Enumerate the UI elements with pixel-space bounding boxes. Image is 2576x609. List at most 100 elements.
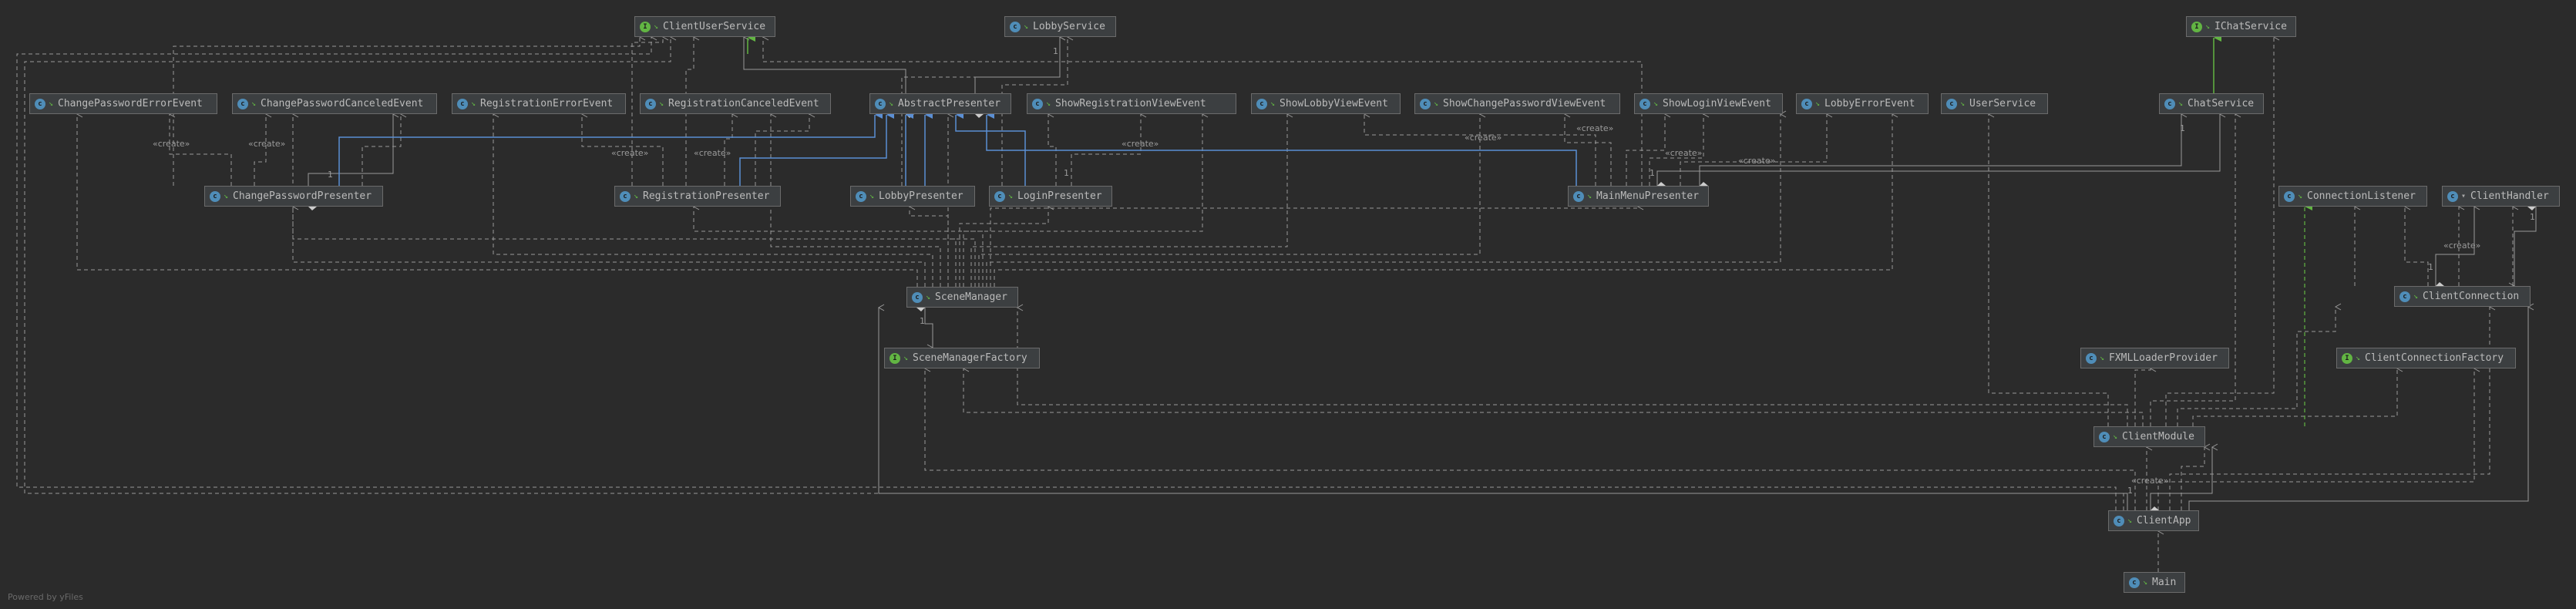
node-label: UserService <box>1969 98 2036 109</box>
public-visibility-icon: ↘ <box>1024 22 1029 31</box>
node-fxml-loader-provider[interactable]: c↘FXMLLoaderProvider <box>2080 348 2229 368</box>
dependency-edge <box>1363 110 1596 186</box>
node-show-login-view-event[interactable]: c↘ShowLoginViewEvent <box>1634 93 1783 114</box>
public-visibility-icon: ↘ <box>2100 354 2105 362</box>
class-icon: c <box>645 98 656 109</box>
public-visibility-icon: ↘ <box>1270 99 1276 108</box>
public-visibility-icon: ↘ <box>2178 99 2184 108</box>
create-stereotype-label: «create» <box>694 148 731 158</box>
dependency-edge <box>2177 303 2342 426</box>
dependency-edge <box>1656 110 2226 190</box>
node-label: RegistrationErrorEvent <box>480 98 614 109</box>
node-label: ConnectionListener <box>2307 190 2416 202</box>
class-icon: c <box>2447 190 2458 202</box>
dependency-edge <box>923 365 2136 510</box>
node-login-presenter[interactable]: c↘LoginPresenter <box>989 186 1112 207</box>
node-ichat-service[interactable]: I↘IChatService <box>2186 16 2296 37</box>
class-icon: c <box>2399 291 2410 302</box>
multiplicity-label: 1 <box>2180 123 2185 133</box>
node-scene-manager-factory[interactable]: I↘SceneManagerFactory <box>884 348 1040 368</box>
node-label: ChangePasswordPresenter <box>233 190 372 202</box>
node-label: ChangePasswordCanceledEvent <box>261 98 424 109</box>
node-label: LobbyErrorEvent <box>1824 98 1915 109</box>
class-icon: c <box>1946 98 1957 109</box>
node-scene-manager[interactable]: c↘SceneManager <box>906 287 1018 308</box>
node-label: ClientModule <box>2122 431 2194 442</box>
node-client-connection[interactable]: c↘ClientConnection <box>2394 286 2531 307</box>
node-abstract-presenter[interactable]: c↘AbstractPresenter <box>869 93 1011 114</box>
class-icon: c <box>457 98 468 109</box>
public-visibility-icon: ↘ <box>2205 22 2211 31</box>
class-icon: c <box>856 190 866 202</box>
create-stereotype-label: «create» <box>2131 476 2168 486</box>
dependency-edge <box>2150 110 2241 426</box>
dependency-edge <box>2192 365 2403 426</box>
node-client-handler[interactable]: c▾ClientHandler <box>2442 186 2560 207</box>
multiplicity-label: 1 <box>1053 46 1058 56</box>
node-label: ChangePasswordErrorEvent <box>58 98 203 109</box>
dependency-edge <box>24 33 2124 510</box>
node-label: IChatService <box>2214 21 2287 32</box>
node-main[interactable]: c↘Main <box>2124 572 2185 593</box>
dependency-edge <box>291 110 926 287</box>
node-label: ClientHandler <box>2470 190 2549 202</box>
node-client-connection-factory[interactable]: I↘ClientConnectionFactory <box>2336 348 2516 368</box>
node-lobby-error-event[interactable]: c↘LobbyErrorEvent <box>1796 93 1929 114</box>
node-show-lobby-view-event[interactable]: c↘ ShowLobbyViewEvent <box>1251 93 1401 114</box>
dependency-edge <box>2165 33 2280 426</box>
node-show-change-password-view-event[interactable]: c↘ShowChangePasswordViewEvent <box>1414 93 1620 114</box>
dependency-edge <box>978 110 1486 287</box>
public-visibility-icon: ↘ <box>2127 516 2133 525</box>
class-icon: c <box>912 291 923 303</box>
node-label: ClientApp <box>2137 515 2191 527</box>
dependency-edge <box>755 110 816 186</box>
multiplicity-label: 1 <box>920 316 925 326</box>
dependency-edge <box>2403 203 2429 286</box>
public-visibility-icon: ↘ <box>2143 578 2148 587</box>
node-client-module[interactable]: c↘ClientModule <box>2093 426 2205 447</box>
node-change-password-presenter[interactable]: c↘ChangePasswordPresenter <box>204 186 383 207</box>
public-visibility-icon: ↘ <box>1587 192 1592 200</box>
node-label: LobbyPresenter <box>879 190 963 202</box>
node-user-service[interactable]: c↘UserService <box>1941 93 2048 114</box>
node-lobby-presenter[interactable]: c↘LobbyPresenter <box>850 186 975 207</box>
node-label: Main <box>2152 577 2177 588</box>
class-icon: c <box>1256 98 1267 109</box>
powered-by-footer: Powered by yFiles <box>8 592 83 602</box>
public-visibility-icon: ↘ <box>659 99 664 108</box>
public-visibility-icon: ↘ <box>2356 354 2361 362</box>
node-client-app[interactable]: c↘ ClientApp <box>2108 510 2199 531</box>
node-chat-service[interactable]: c↘ChatService <box>2159 93 2264 114</box>
node-label: LobbyService <box>1033 21 1105 32</box>
class-icon: c <box>35 98 45 109</box>
node-client-user-service[interactable]: I↘ClientUserService <box>634 16 775 37</box>
class-icon: c <box>1639 98 1650 109</box>
edges-layer <box>16 33 2537 572</box>
dependency-edge <box>2508 203 2537 290</box>
node-registration-canceled-event[interactable]: c↘RegistrationCanceledEvent <box>640 93 831 114</box>
class-icon: c <box>2114 515 2124 527</box>
public-visibility-icon: ↘ <box>2113 432 2118 441</box>
dependency-edge <box>492 110 933 287</box>
node-show-registration-view-event[interactable]: c↘ShowRegistrationViewEvent <box>1027 93 1236 114</box>
node-connection-listener[interactable]: c↘ConnectionListener <box>2278 186 2427 207</box>
public-visibility-icon: ↘ <box>654 22 659 31</box>
node-change-password-error-event[interactable]: c↘ChangePasswordErrorEvent <box>29 93 217 114</box>
node-label: SceneManagerFactory <box>913 352 1027 364</box>
node-registration-presenter[interactable]: c↘RegistrationPresenter <box>614 186 781 207</box>
node-registration-error-event[interactable]: c↘RegistrationErrorEvent <box>452 93 626 114</box>
class-icon: c <box>1801 98 1812 109</box>
create-stereotype-label: «create» <box>1738 156 1775 166</box>
multiplicity-label: 1 <box>1064 168 1069 178</box>
dependency-edge <box>742 33 914 118</box>
public-visibility-icon: ↘ <box>1653 99 1659 108</box>
create-stereotype-label: «create» <box>1122 139 1159 149</box>
node-lobby-service[interactable]: c↘LobbyService <box>1004 16 1116 37</box>
dependency-edge <box>990 203 1644 287</box>
dependency-edge <box>970 110 1293 287</box>
node-label: ShowLobbyViewEvent <box>1280 98 1388 109</box>
class-icon: c <box>1032 98 1043 109</box>
node-main-menu-presenter[interactable]: c↘MainMenuPresenter <box>1568 186 1709 207</box>
node-change-password-canceled-event[interactable]: c↘ChangePasswordCanceledEvent <box>232 93 437 114</box>
public-visibility-icon: ↘ <box>1815 99 1821 108</box>
